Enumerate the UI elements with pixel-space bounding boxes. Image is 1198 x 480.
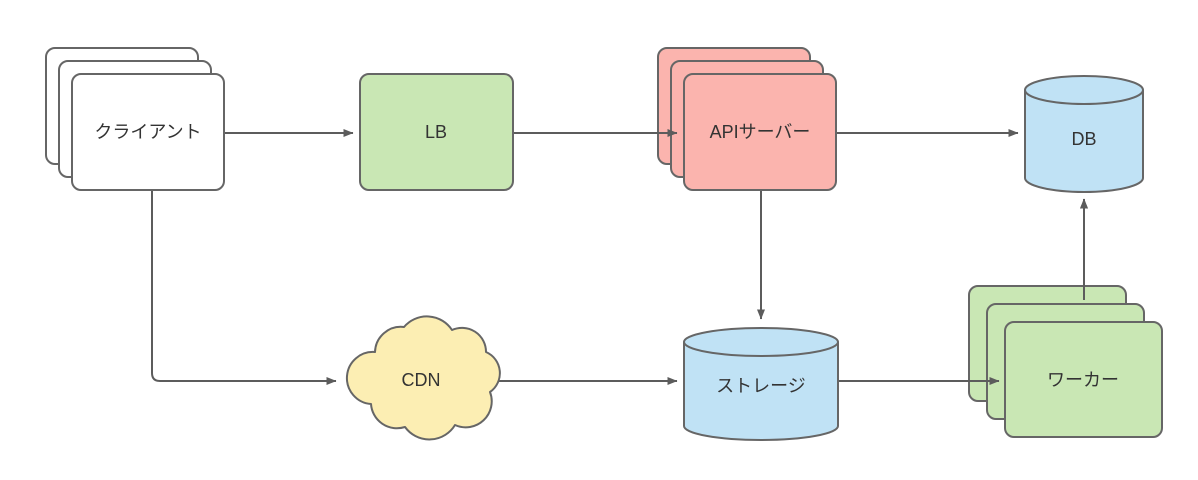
node-db[interactable]: DB xyxy=(1024,75,1144,193)
db-label: DB xyxy=(1071,129,1096,149)
storage-cylinder-body xyxy=(683,341,839,441)
api-card-front xyxy=(683,73,837,191)
client-label: クライアント xyxy=(94,122,201,142)
worker-card-front xyxy=(1004,321,1163,438)
node-api-server[interactable]: APIサーバー xyxy=(657,47,837,191)
node-cdn[interactable]: CDN xyxy=(346,315,501,441)
lb-box xyxy=(359,73,514,191)
node-lb[interactable]: LB xyxy=(359,73,514,191)
db-cylinder-body xyxy=(1024,89,1144,193)
cdn-label: CDN xyxy=(402,370,441,390)
worker-label: ワーカー xyxy=(1047,370,1119,390)
cdn-cloud-shape xyxy=(346,315,501,441)
client-card-front xyxy=(71,73,225,191)
node-storage[interactable]: ストレージ xyxy=(683,327,839,441)
edge-layer xyxy=(151,129,1088,385)
node-client[interactable]: クライアント xyxy=(45,47,225,191)
db-cylinder-top xyxy=(1024,75,1144,105)
api-server-label: APIサーバー xyxy=(710,122,811,142)
edge-client-to-cdn xyxy=(151,190,337,385)
storage-label: ストレージ xyxy=(716,376,806,396)
edge-arrowhead-overlay xyxy=(648,129,1088,385)
lb-label: LB xyxy=(425,122,447,142)
storage-cylinder-top xyxy=(683,327,839,357)
node-worker[interactable]: ワーカー xyxy=(968,285,1163,438)
